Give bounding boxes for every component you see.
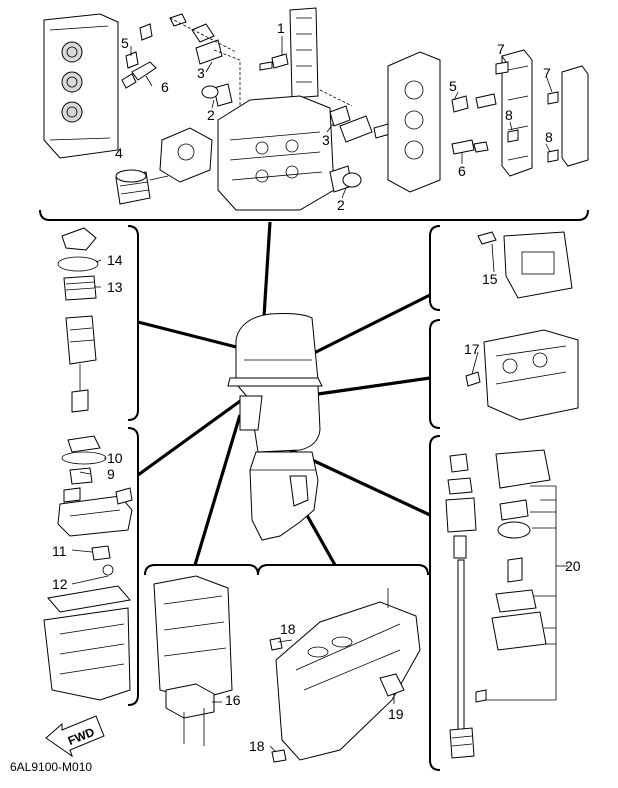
water-pump-parts xyxy=(445,449,568,759)
fuel-filter-parts xyxy=(57,227,99,413)
callout-7-left: 7 xyxy=(497,41,505,57)
callout-3-left: 3 xyxy=(197,65,205,81)
lower-casing-parts xyxy=(269,588,421,763)
callout-7-right: 7 xyxy=(543,65,551,81)
callout-3-right: 3 xyxy=(322,132,330,148)
top-panel-parts xyxy=(43,7,589,211)
callout-pointers xyxy=(71,36,553,753)
exhaust-guide-parts xyxy=(465,329,579,421)
upper-casing-parts xyxy=(153,575,233,746)
panel-frames xyxy=(39,209,589,771)
callout-9: 9 xyxy=(107,466,115,482)
callout-1: 1 xyxy=(277,20,285,36)
callout-8-left: 8 xyxy=(505,107,513,123)
callout-6-right: 6 xyxy=(458,163,466,179)
callout-10: 10 xyxy=(107,450,123,466)
callout-5-right: 5 xyxy=(449,78,457,94)
callout-18-lower: 18 xyxy=(249,738,265,754)
callout-8-right: 8 xyxy=(545,129,553,145)
callout-17: 17 xyxy=(464,341,480,357)
callout-18-upper: 18 xyxy=(280,621,296,637)
anode-cover-parts xyxy=(477,231,573,299)
callout-11: 11 xyxy=(52,543,67,559)
callout-12: 12 xyxy=(52,576,68,592)
callout-2-right: 2 xyxy=(337,197,345,213)
outboard-motor xyxy=(227,313,323,541)
callout-19: 19 xyxy=(388,706,404,722)
fwd-arrow-icon: FWD xyxy=(45,715,105,758)
callout-4: 4 xyxy=(115,145,123,161)
callout-5-left: 5 xyxy=(121,35,129,51)
callout-2-left: 2 xyxy=(207,107,215,123)
oil-pump-parts xyxy=(43,435,133,701)
callout-6-left: 6 xyxy=(161,79,169,95)
callout-20: 20 xyxy=(565,558,581,574)
callout-15: 15 xyxy=(482,271,498,287)
diagram-code: 6AL9100-M010 xyxy=(10,760,92,774)
callout-labels: 1 5 6 3 2 4 3 2 5 6 7 7 8 8 14 13 10 9 1… xyxy=(52,20,581,754)
callout-14: 14 xyxy=(107,252,123,268)
callout-13: 13 xyxy=(107,279,123,295)
callout-16: 16 xyxy=(225,692,241,708)
